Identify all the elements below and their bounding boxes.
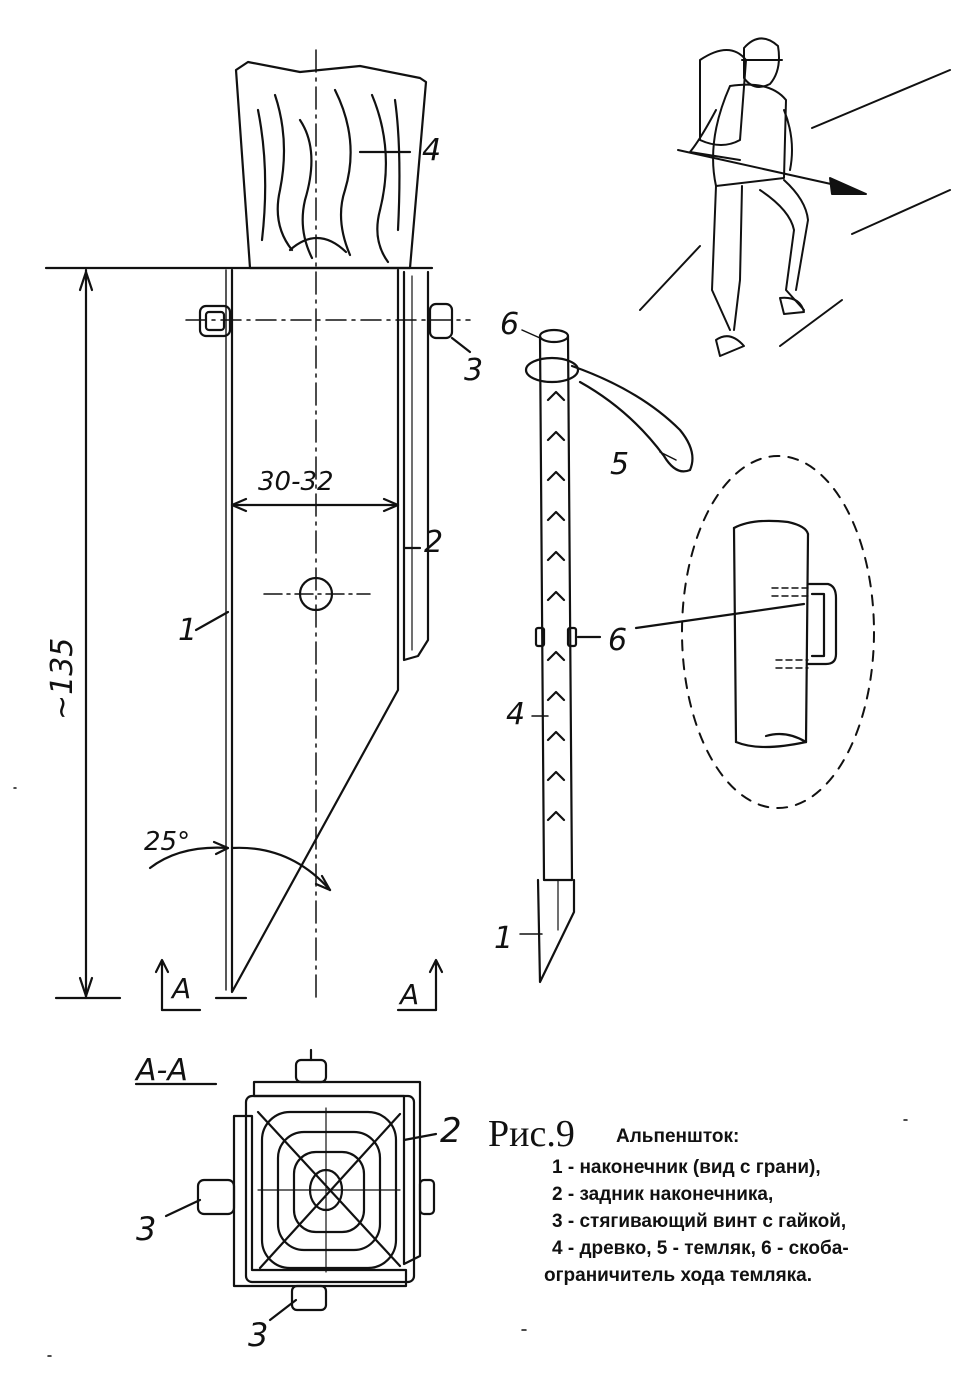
section-marker-right-text: A: [398, 978, 419, 1011]
legend-line: 2 - задник наконечника,: [552, 1184, 774, 1205]
alpenstock-overall: [519, 328, 694, 984]
legend-line: 4 - древко, 5 - темляк, 6 - скоба-: [552, 1238, 849, 1259]
label-shaft-overall: 4: [506, 697, 525, 732]
label-stop-bracket: 6: [608, 623, 627, 658]
back-plate-outline: [402, 270, 430, 662]
hiker-sketch: [639, 37, 951, 357]
bolt-top: [185, 302, 472, 354]
tip-outline: [225, 268, 400, 994]
width-dimension: [230, 497, 400, 513]
legend: 1 - наконечник (вид с грани), 2 - задник…: [544, 1154, 952, 1289]
label-back-plate-section: 2: [440, 1111, 462, 1151]
angle-arc: [148, 840, 332, 892]
scan-specks: [13, 787, 908, 1357]
angle-text: 25°: [144, 827, 190, 857]
label-strap: 5: [610, 447, 629, 482]
leader-tip: [194, 610, 230, 632]
length-dimension-text: ~135: [45, 638, 80, 720]
width-dimension-text: 30-32: [258, 467, 334, 497]
section-marker-left: [154, 958, 202, 1012]
length-dimension: [54, 268, 122, 1000]
center-hole: [263, 576, 371, 612]
legend-line: 1 - наконечник (вид с грани),: [552, 1157, 821, 1178]
section-view: [134, 1048, 438, 1322]
label-shaft-main: 4: [422, 133, 441, 168]
shaft-wood-end: [234, 60, 428, 270]
figure-number: Рис.9: [488, 1113, 575, 1155]
section-marker-right: [396, 958, 444, 1012]
detail-view: [634, 455, 875, 809]
caption-title: Альпеншток:: [616, 1126, 740, 1147]
label-tip-overall: 1: [494, 921, 513, 956]
label-bolt-section-bottom: 3: [248, 1316, 268, 1354]
label-bolt-main: 3: [464, 353, 483, 388]
section-marker-left-text: A: [170, 972, 191, 1005]
section-title: А-А: [134, 1053, 188, 1088]
label-tip-main: 1: [178, 613, 197, 648]
legend-line: ограничитель хода темляка.: [544, 1265, 813, 1286]
label-stop-bracket-top: 6: [500, 307, 519, 342]
label-bolt-section-left: 3: [136, 1210, 156, 1248]
label-back-plate-main: 2: [424, 525, 443, 560]
legend-line: 3 - стягивающий винт с гайкой,: [552, 1211, 847, 1232]
